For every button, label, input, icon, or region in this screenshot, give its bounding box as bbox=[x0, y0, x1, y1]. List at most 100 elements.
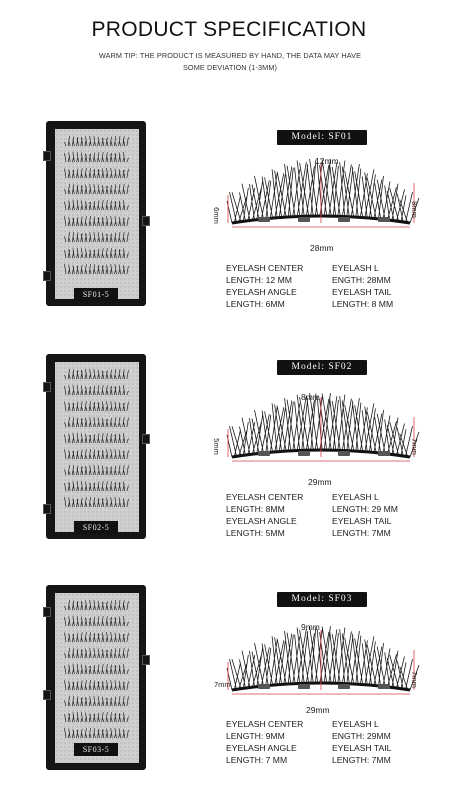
lash-strands bbox=[64, 647, 129, 659]
lash-strip bbox=[64, 432, 129, 444]
lash-strip bbox=[64, 199, 129, 211]
dim-left: 6mm bbox=[211, 207, 221, 224]
model-badge: Model: SF03 bbox=[277, 592, 367, 607]
spec-value: LENGTH: 29 MM bbox=[332, 504, 398, 514]
lash-strands bbox=[64, 183, 129, 195]
dim-center: 8mm bbox=[301, 392, 320, 402]
lash-strands bbox=[64, 215, 129, 227]
box-clip bbox=[43, 382, 51, 392]
lash-strands bbox=[64, 679, 129, 691]
spec-label: EYELASH L bbox=[332, 492, 379, 502]
lash-illustration bbox=[226, 393, 420, 462]
lash-strip bbox=[64, 384, 129, 396]
spec-value: LENGTH: 8MM bbox=[226, 504, 285, 514]
lash-strip bbox=[64, 151, 129, 163]
lash-box: SF02-5 bbox=[43, 354, 150, 539]
lash-box: SF03-5 bbox=[43, 585, 150, 770]
lash-strands bbox=[64, 135, 129, 147]
lash-strip bbox=[64, 464, 129, 476]
lash-strip bbox=[64, 647, 129, 659]
dim-right: 8mm bbox=[409, 201, 419, 218]
spec-value: LENGTH: 5MM bbox=[226, 528, 285, 538]
dim-left: 5mm bbox=[211, 438, 221, 455]
lash-diagram: 12mm 28mm 6mm 8mm bbox=[212, 153, 426, 253]
box-clip bbox=[43, 271, 51, 281]
lash-strands bbox=[64, 727, 129, 739]
lash-strands bbox=[64, 663, 129, 675]
lash-strip bbox=[64, 711, 129, 723]
spec-value: LENGTH: 6MM bbox=[226, 299, 285, 309]
box-clip bbox=[43, 504, 51, 514]
dim-center: 12mm bbox=[315, 156, 339, 166]
lash-strip bbox=[64, 679, 129, 691]
box-label: SF03-5 bbox=[74, 743, 118, 756]
box-label: SF01-5 bbox=[74, 288, 118, 301]
lash-strip bbox=[64, 416, 129, 428]
dim-right: 7mm bbox=[409, 438, 419, 455]
lash-strands bbox=[64, 695, 129, 707]
lash-strip bbox=[64, 615, 129, 627]
lash-strands bbox=[64, 448, 129, 460]
lash-box: SF01-5 bbox=[43, 121, 150, 306]
lash-strands bbox=[64, 615, 129, 627]
lash-strands bbox=[64, 432, 129, 444]
magnet bbox=[338, 217, 350, 222]
lash-fibers bbox=[226, 159, 420, 224]
box-label: SF02-5 bbox=[74, 521, 118, 534]
lash-strands bbox=[64, 231, 129, 243]
spec-label: EYELASH CENTER bbox=[226, 492, 304, 502]
dim-length: 28mm bbox=[310, 243, 334, 253]
lash-strip bbox=[64, 215, 129, 227]
spec-value: LENGTH: 7MM bbox=[332, 528, 391, 538]
magnet bbox=[378, 217, 390, 222]
lash-strip bbox=[64, 448, 129, 460]
lash-strip bbox=[64, 167, 129, 179]
box-clip bbox=[142, 216, 150, 226]
spec-label: EYELASH TAIL bbox=[332, 743, 392, 753]
box-clip bbox=[43, 151, 51, 161]
spec-label: EYELASH L bbox=[332, 263, 379, 273]
lash-strip bbox=[64, 631, 129, 643]
dim-length: 29mm bbox=[306, 705, 330, 715]
spec-value: ENGTH: 29MM bbox=[332, 731, 391, 741]
spec-label: EYELASH TAIL bbox=[332, 516, 392, 526]
magnet bbox=[338, 451, 350, 456]
lash-diagram: 9mm 29mm 7mm 7mm bbox=[214, 620, 426, 715]
spec-value: LENGTH: 9MM bbox=[226, 731, 285, 741]
lash-strip bbox=[64, 599, 129, 611]
lash-strip bbox=[64, 247, 129, 259]
model-badge: Model: SF01 bbox=[277, 130, 367, 145]
magnet bbox=[258, 451, 270, 456]
spec-value: LENGTH: 7MM bbox=[332, 755, 391, 765]
spec-label: EYELASH TAIL bbox=[332, 287, 392, 297]
magnet bbox=[298, 217, 310, 222]
magnet bbox=[378, 451, 390, 456]
lash-strip bbox=[64, 263, 129, 275]
lash-strands bbox=[64, 496, 129, 508]
dim-length: 29mm bbox=[308, 477, 332, 487]
box-clip bbox=[43, 607, 51, 617]
lash-strands bbox=[64, 199, 129, 211]
lash-strip bbox=[64, 727, 129, 739]
spec-label: EYELASH ANGLE bbox=[226, 743, 297, 753]
spec-value: LENGTH: 7 MM bbox=[226, 755, 288, 765]
magnet bbox=[298, 451, 310, 456]
lash-strip bbox=[64, 496, 129, 508]
lash-strip bbox=[64, 135, 129, 147]
lash-strip bbox=[64, 368, 129, 380]
lash-strip bbox=[64, 400, 129, 412]
model-badge: Model: SF02 bbox=[277, 360, 367, 375]
spec-label: EYELASH ANGLE bbox=[226, 516, 297, 526]
lash-illustration bbox=[226, 159, 420, 228]
dim-left: 7mm bbox=[214, 680, 231, 689]
lash-strands bbox=[64, 263, 129, 275]
lash-strip bbox=[64, 663, 129, 675]
spec-label: EYELASH ANGLE bbox=[226, 287, 297, 297]
lash-strip bbox=[64, 183, 129, 195]
lash-strands bbox=[64, 464, 129, 476]
lash-fibers bbox=[226, 393, 420, 458]
lash-strip bbox=[64, 695, 129, 707]
box-clip bbox=[142, 434, 150, 444]
magnet bbox=[258, 217, 270, 222]
lash-strip bbox=[64, 480, 129, 492]
